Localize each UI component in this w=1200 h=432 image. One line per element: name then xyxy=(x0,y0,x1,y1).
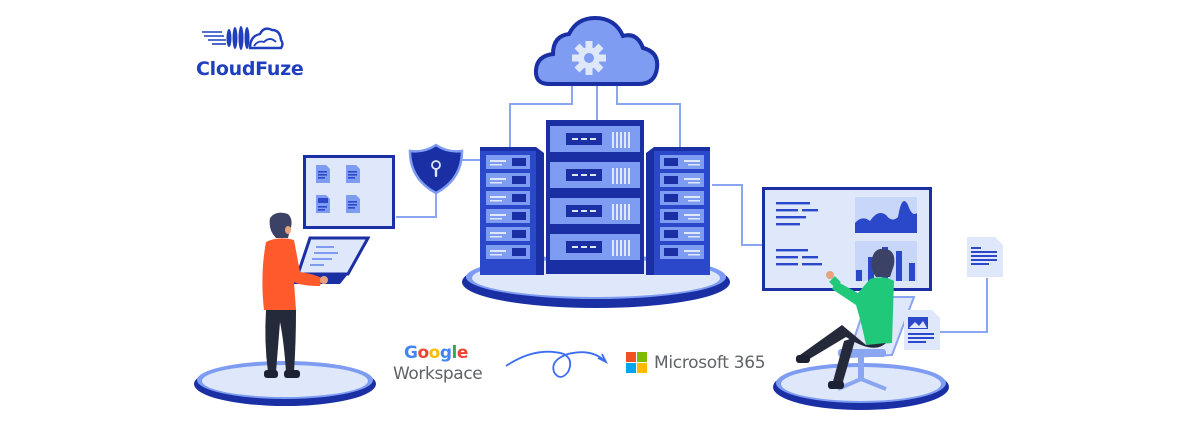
letter: e xyxy=(456,343,469,363)
left-platform xyxy=(194,361,376,406)
person-in-chair xyxy=(796,248,916,391)
google-wordmark: Google xyxy=(404,343,468,363)
person-with-laptop xyxy=(262,212,370,378)
analytics-dashboard xyxy=(762,187,932,291)
letter: g xyxy=(439,343,452,363)
letter: o xyxy=(417,343,429,363)
floating-image-document-icon xyxy=(904,310,940,350)
letter: G xyxy=(404,343,418,363)
microsoft-logo-icon xyxy=(626,352,647,373)
shield-lock-icon xyxy=(408,143,464,195)
microsoft-365-label: Microsoft 365 xyxy=(654,353,766,373)
floating-text-document-icon xyxy=(967,237,1003,277)
server-rack-center xyxy=(546,120,644,274)
cloudfuze-logo[interactable]: CloudFuze xyxy=(196,22,306,82)
letter: o xyxy=(428,343,441,363)
right-platform xyxy=(773,363,949,410)
letter: l xyxy=(451,343,458,363)
server-rack-right xyxy=(646,147,710,275)
brand-name: CloudFuze xyxy=(196,58,304,80)
workspace-label: Workspace xyxy=(393,364,483,384)
logo-icon xyxy=(202,26,284,50)
cloud-gear-icon xyxy=(533,15,660,86)
loop-arrow-icon xyxy=(505,350,609,378)
file-grid-panel xyxy=(303,155,395,229)
server-rack-left xyxy=(480,147,544,275)
